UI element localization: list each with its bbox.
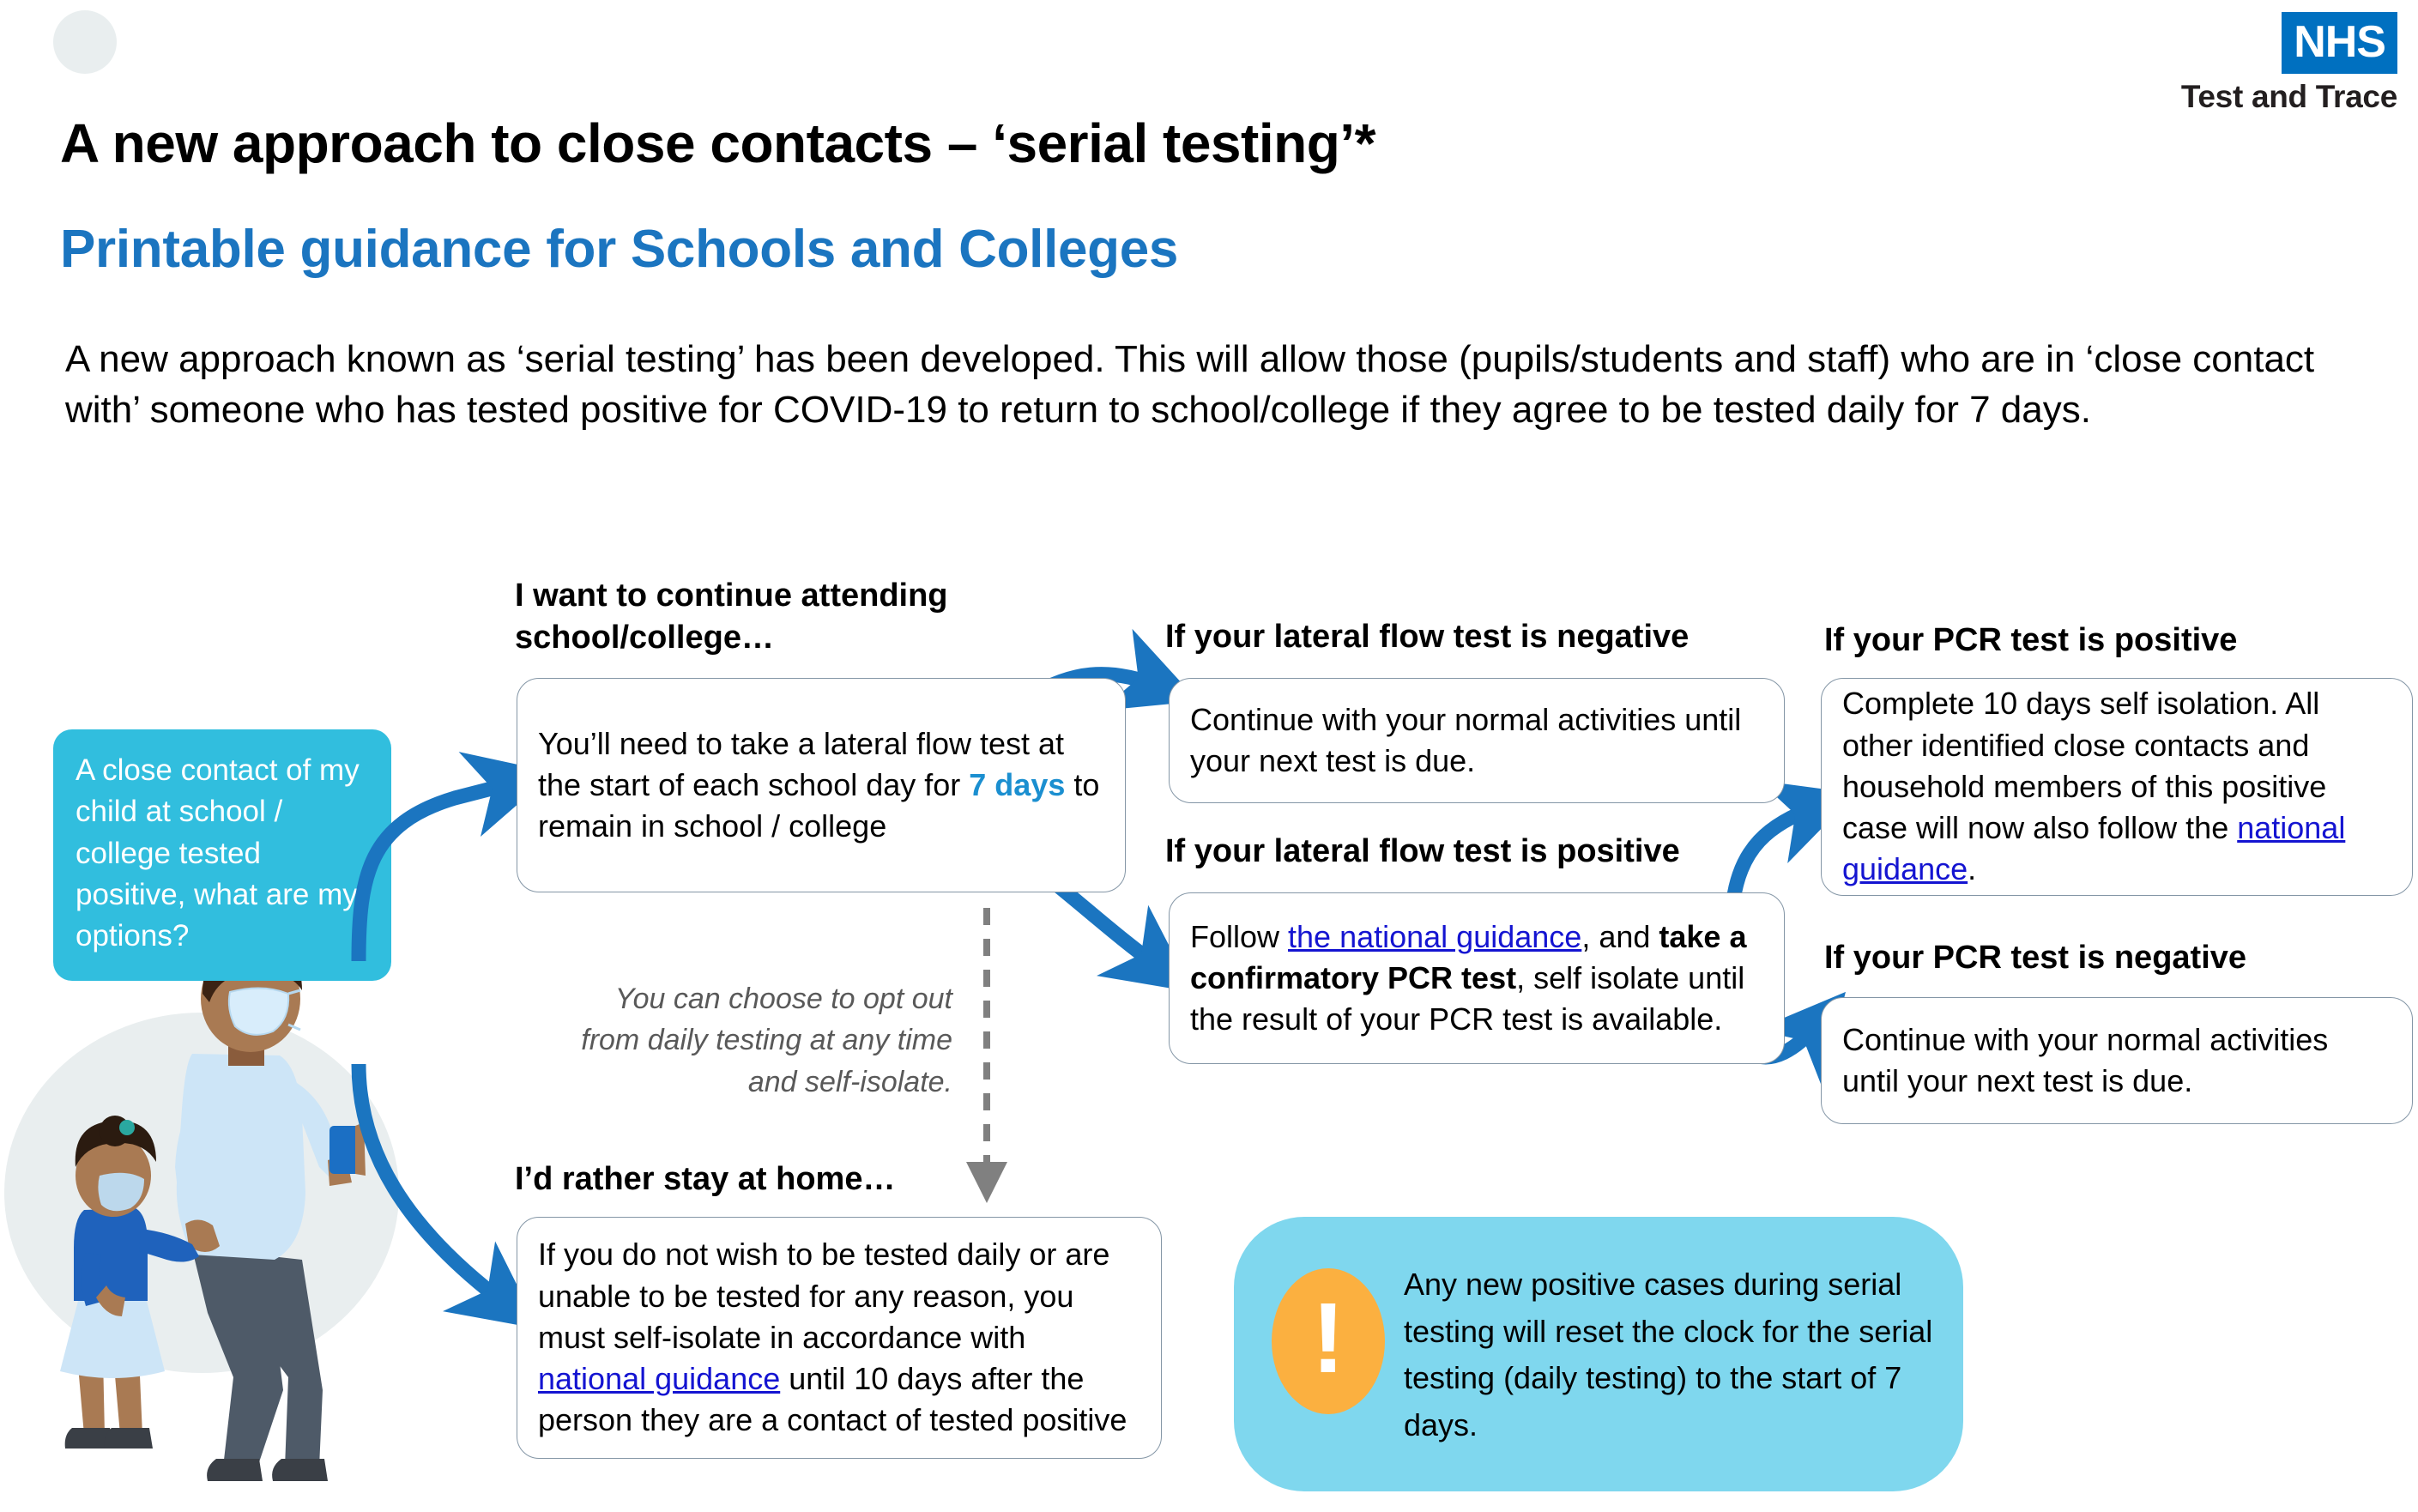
nhs-logo-box: NHS [2282,12,2397,74]
optout-note-text: You can choose to opt out from daily tes… [581,983,952,1098]
speech-bubble: A close contact of my child at school / … [53,729,391,982]
nhs-test-and-trace-logo: NHS Test and Trace [2181,12,2397,115]
page-title: A new approach to close contacts – ‘seri… [60,112,1375,174]
lft-positive-pre: Follow [1190,918,1289,954]
decorative-circle [53,10,117,74]
lft-positive-mid: , and [1581,918,1659,954]
lft-positive-national-guidance-link[interactable]: the national guidance [1288,918,1582,954]
callout-text: Any new positive cases during serial tes… [1404,1267,1933,1443]
box-stay-at-home: If you do not wish to be tested daily or… [517,1217,1162,1459]
optout-note: You can choose to opt out from daily tes… [558,978,952,1103]
pcr-negative-body: Continue with your normal activities unt… [1842,1021,2329,1098]
continue-body-pre: You’ll need to take a lateral flow test … [538,725,1065,802]
box-continue-attending: You’ll need to take a lateral flow test … [517,678,1126,892]
page-subtitle: Printable guidance for Schools and Colle… [60,220,1179,279]
heading-continue-attending-text: I want to continue attending school/coll… [515,578,948,656]
speech-bubble-text: A close contact of my child at school / … [76,753,360,953]
heading-pcr-negative: If your PCR test is negative [1824,937,2408,979]
box-pcr-positive: Complete 10 days self isolation. All oth… [1821,678,2413,896]
pcr-positive-post: . [1968,851,1977,887]
intro-paragraph: A new approach known as ‘serial testing’… [65,338,2315,431]
box-lft-positive: Follow the national guidance, and take a… [1169,892,1785,1064]
pcr-positive-pre: Complete 10 days self isolation. All oth… [1842,686,2327,846]
heading-lft-positive-text: If your lateral flow test is positive [1165,833,1680,869]
heading-lft-negative: If your lateral flow test is negative [1165,616,1817,658]
parent-and-child-illustration [0,910,429,1493]
lft-positive-bold: take a confirmatory PCR test [1190,918,1747,995]
heading-stay-at-home-text: I’d rather stay at home… [515,1161,896,1197]
stayhome-national-guidance-link[interactable]: national guidance [538,1361,781,1397]
stayhome-body-pre: If you do not wish to be tested daily or… [538,1237,1110,1355]
lft-positive-post: , self isolate until the result of your … [1190,959,1745,1037]
stayhome-body-post: until 10 days after the person they are … [538,1361,1127,1438]
heading-pcr-positive: If your PCR test is positive [1824,620,2408,662]
heading-pcr-negative-text: If your PCR test is negative [1824,940,2247,976]
nhs-logo-subtitle: Test and Trace [2180,79,2397,114]
continue-body-highlight: 7 days [969,766,1066,802]
heading-continue-attending: I want to continue attending school/coll… [515,575,995,660]
continue-body-post: to remain in school / college [538,766,1100,844]
lft-negative-body: Continue with your normal activities unt… [1190,701,1742,778]
heading-lft-negative-text: If your lateral flow test is negative [1165,619,1690,655]
heading-pcr-positive-text: If your PCR test is positive [1824,622,2238,658]
heading-stay-at-home: I’d rather stay at home… [515,1158,995,1201]
box-pcr-negative: Continue with your normal activities unt… [1821,997,2413,1124]
box-lft-negative: Continue with your normal activities unt… [1169,678,1785,803]
exclamation-mark-icon: ! [1272,1268,1385,1414]
heading-lft-positive: If your lateral flow test is positive [1165,831,1817,873]
pcr-positive-national-guidance-link[interactable]: national guidance [1842,810,2346,887]
